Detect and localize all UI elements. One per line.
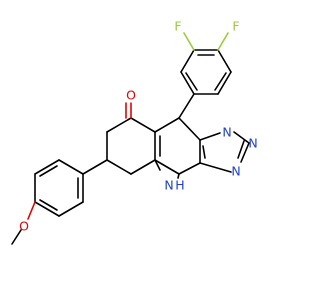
difluorophenyl-ring xyxy=(180,49,232,95)
triazole-n1-label: N xyxy=(222,125,231,140)
methoxy-oxygen-label: O xyxy=(19,219,29,234)
bond-nh-c xyxy=(177,173,180,179)
bond-aryl-o xyxy=(27,201,36,220)
methoxyphenyl-ring xyxy=(34,159,84,217)
bond-c-f-left xyxy=(183,32,195,51)
bond-c-nh xyxy=(154,159,161,171)
amine-h-label: H xyxy=(175,178,184,193)
bond-o-methyl xyxy=(11,229,22,245)
bond-aryl-c9 xyxy=(178,93,195,119)
fluorine-label-right: F xyxy=(232,19,239,34)
bond-c6-aryl xyxy=(82,159,108,175)
triazole-n3-label: N xyxy=(231,164,240,179)
amine-n-label: N xyxy=(164,178,173,193)
dihydropyrimidine-ring xyxy=(154,117,201,175)
molecule-canvas: F F O N N N N H O xyxy=(11,18,258,245)
fluorine-label-left: F xyxy=(174,19,181,34)
molecule-structure: F F O N N N N H O xyxy=(11,19,258,245)
triazole-n2-label: N xyxy=(248,136,257,151)
carbonyl-oxygen-label: O xyxy=(126,88,136,103)
triazole-ring xyxy=(199,131,250,173)
bond-c-f-right xyxy=(217,32,229,51)
cyclohexenone-ring xyxy=(106,117,156,175)
